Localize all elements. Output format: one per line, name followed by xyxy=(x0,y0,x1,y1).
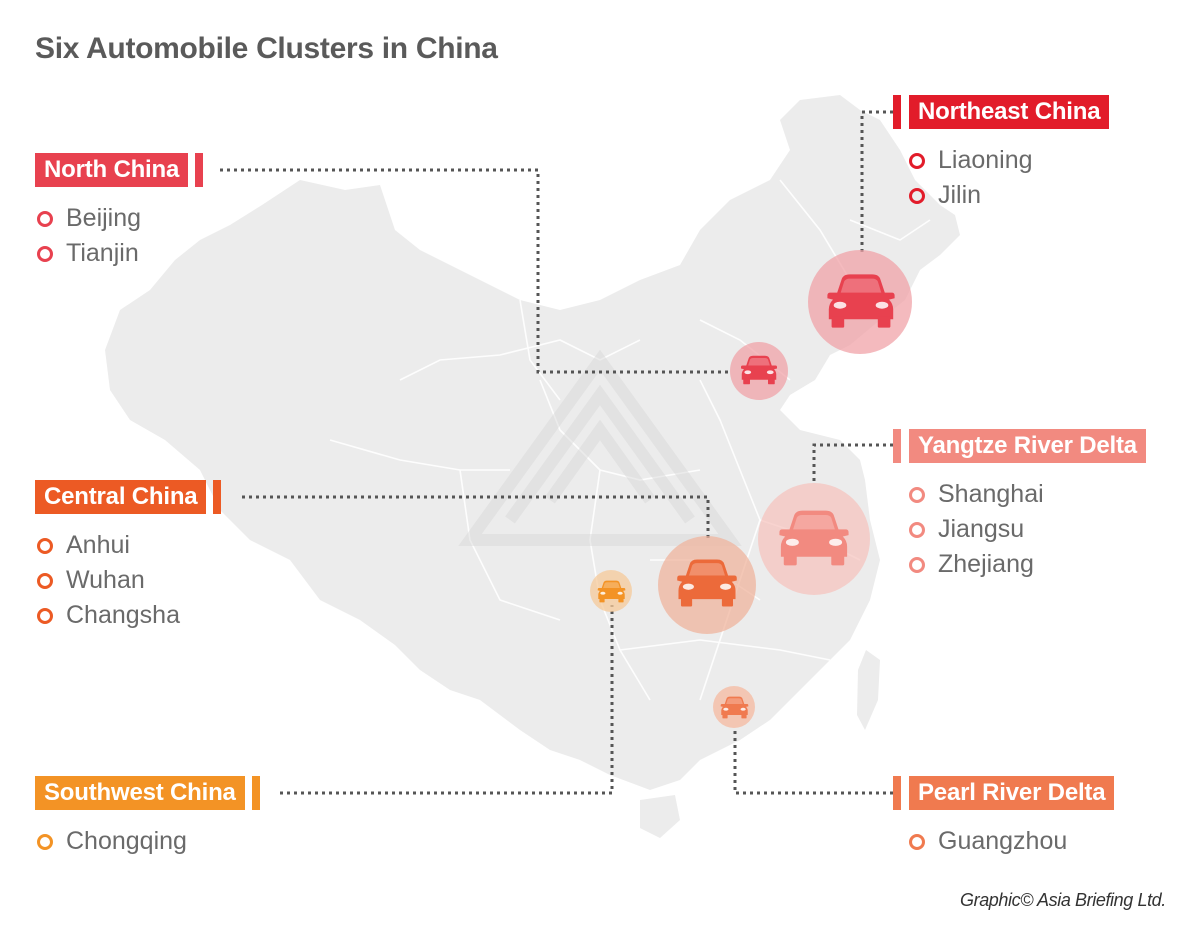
list-item: Changsha xyxy=(37,598,221,633)
list-item: Guangzhou xyxy=(909,824,1114,859)
marker-central[interactable] xyxy=(658,536,756,634)
china-landmass xyxy=(105,95,960,790)
list-item: Shanghai xyxy=(909,477,1146,512)
leader-lines xyxy=(220,110,893,795)
badge-tick xyxy=(195,153,204,187)
ring-icon xyxy=(909,556,925,573)
cluster-badge: Pearl River Delta xyxy=(909,776,1115,810)
cluster-yangtze-river-delta: Yangtze River Delta Shanghai Jiangsu Zhe… xyxy=(893,429,1146,582)
badge-tick xyxy=(893,429,901,463)
leader-line-central xyxy=(242,495,710,540)
watermark-logo xyxy=(458,349,742,546)
ring-icon xyxy=(37,537,53,554)
cluster-north-china: North China Beijing Tianjin xyxy=(35,153,204,271)
list-item: Jiangsu xyxy=(909,512,1146,547)
cluster-badge: Southwest China xyxy=(35,776,245,810)
list-item: Anhui xyxy=(37,528,221,563)
list-item: Liaoning xyxy=(909,143,1109,178)
cluster-badge: North China xyxy=(35,153,189,187)
list-item: Jilin xyxy=(909,178,1109,213)
cluster-pearl-river-delta: Pearl River Delta Guangzhou xyxy=(893,776,1115,859)
ring-icon xyxy=(37,833,53,850)
ring-icon xyxy=(909,521,925,538)
list-item: Tianjin xyxy=(37,236,203,271)
cluster-badge: Yangtze River Delta xyxy=(909,429,1146,463)
ring-icon xyxy=(909,833,925,850)
badge-tick xyxy=(893,95,901,129)
cluster-badge: Northeast China xyxy=(909,95,1110,129)
cluster-northeast-china: Northeast China Liaoning Jilin xyxy=(893,95,1110,213)
badge-tick xyxy=(213,480,222,514)
marker-yangtze[interactable] xyxy=(758,483,870,595)
ring-icon xyxy=(37,245,53,262)
ring-icon xyxy=(909,187,925,204)
leader-line-northeast xyxy=(860,110,893,252)
list-item: Beijing xyxy=(37,201,203,236)
ring-icon xyxy=(909,486,925,503)
hainan-island xyxy=(640,795,680,838)
marker-northeast[interactable] xyxy=(808,250,912,354)
badge-tick xyxy=(893,776,901,810)
taiwan-island xyxy=(857,650,880,730)
leader-line-southwest xyxy=(280,605,614,795)
badge-tick xyxy=(251,776,260,810)
list-item: Wuhan xyxy=(37,563,221,598)
cluster-badge: Central China xyxy=(35,480,207,514)
ring-icon xyxy=(909,152,925,169)
ring-icon xyxy=(37,210,53,227)
marker-north[interactable] xyxy=(730,342,788,400)
leader-line-north xyxy=(220,168,732,374)
marker-southwest[interactable] xyxy=(590,570,632,612)
ring-icon xyxy=(37,607,53,624)
leader-line-pearl xyxy=(733,728,893,795)
list-item: Zhejiang xyxy=(909,547,1146,582)
cluster-southwest-china: Southwest China Chongqing xyxy=(35,776,260,859)
leader-line-yangtze xyxy=(812,443,893,485)
list-item: Chongqing xyxy=(37,824,260,859)
marker-pearl[interactable] xyxy=(713,686,755,728)
ring-icon xyxy=(37,572,53,589)
cluster-central-china: Central China Anhui Wuhan Changsha xyxy=(35,480,222,633)
credit-text: Graphic© Asia Briefing Ltd. xyxy=(960,890,1166,910)
page-title: Six Automobile Clusters in China xyxy=(35,32,498,65)
